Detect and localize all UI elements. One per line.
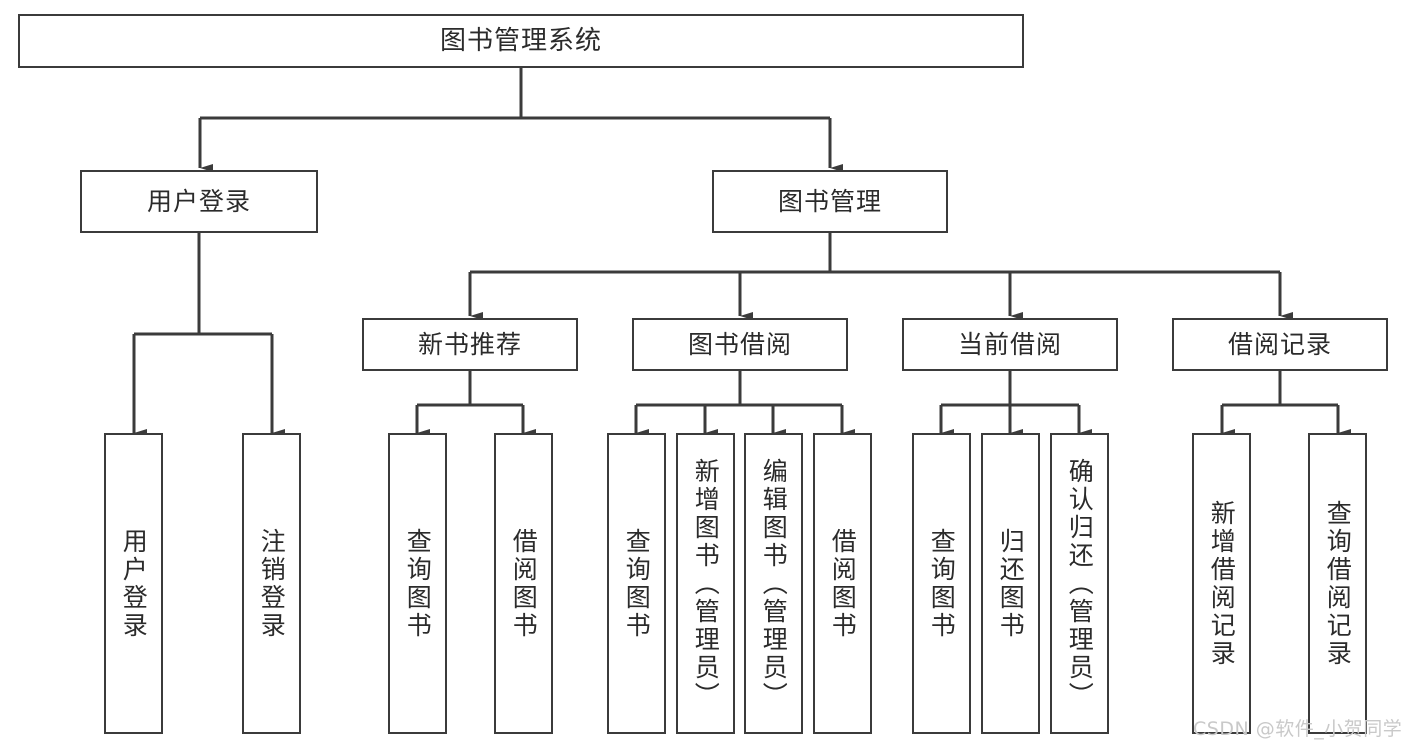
node-label: 图书借阅 [687,329,792,359]
node-label: 查询图书 [403,527,433,640]
leaf-confirm-return-admin[interactable]: 确认归还（管理员） [1050,433,1109,734]
leaf-add-borrow-record[interactable]: 新增借阅记录 [1192,433,1251,734]
node-label: 查询图书 [622,527,652,640]
node-label: 编辑图书（管理员） [759,457,789,710]
leaf-logout[interactable]: 注销登录 [242,433,301,734]
node-book-borrow[interactable]: 图书借阅 [632,318,848,371]
leaf-return-book[interactable]: 归还图书 [981,433,1040,734]
leaf-borrow-book-recommend[interactable]: 借阅图书 [494,433,553,734]
node-label: 借阅图书 [828,527,858,640]
node-borrow-records[interactable]: 借阅记录 [1172,318,1388,371]
node-label: 新书推荐 [417,329,522,359]
node-label: 新增图书（管理员） [691,457,721,710]
leaf-query-book-recommend[interactable]: 查询图书 [388,433,447,734]
node-label: 借阅图书 [509,527,539,640]
leaf-edit-book-admin[interactable]: 编辑图书（管理员） [744,433,803,734]
node-label: 当前借阅 [957,329,1062,359]
node-user-login[interactable]: 用户登录 [80,170,318,233]
node-root-system[interactable]: 图书管理系统 [18,14,1024,68]
leaf-add-book-admin[interactable]: 新增图书（管理员） [676,433,735,734]
node-label: 图书管理 [777,186,882,216]
leaf-query-book-current[interactable]: 查询图书 [912,433,971,734]
leaf-query-book-borrow[interactable]: 查询图书 [607,433,666,734]
node-label: 查询图书 [927,527,957,640]
node-label: 借阅记录 [1227,329,1332,359]
node-label: 用户登录 [119,527,149,640]
node-book-management[interactable]: 图书管理 [712,170,948,233]
node-current-borrow[interactable]: 当前借阅 [902,318,1118,371]
node-label: 用户登录 [146,186,251,216]
node-label: 注销登录 [257,527,287,640]
node-label: 图书管理系统 [439,25,602,56]
node-label: 归还图书 [996,527,1026,640]
watermark-text: CSDN @软件_小贺同学 [1193,718,1403,740]
node-label: 新增借阅记录 [1207,499,1237,668]
leaf-query-borrow-record[interactable]: 查询借阅记录 [1308,433,1367,734]
node-new-book-recommend[interactable]: 新书推荐 [362,318,578,371]
node-label: 确认归还（管理员） [1065,457,1095,710]
leaf-user-login[interactable]: 用户登录 [104,433,163,734]
leaf-borrow-book[interactable]: 借阅图书 [813,433,872,734]
node-label: 查询借阅记录 [1323,499,1353,668]
